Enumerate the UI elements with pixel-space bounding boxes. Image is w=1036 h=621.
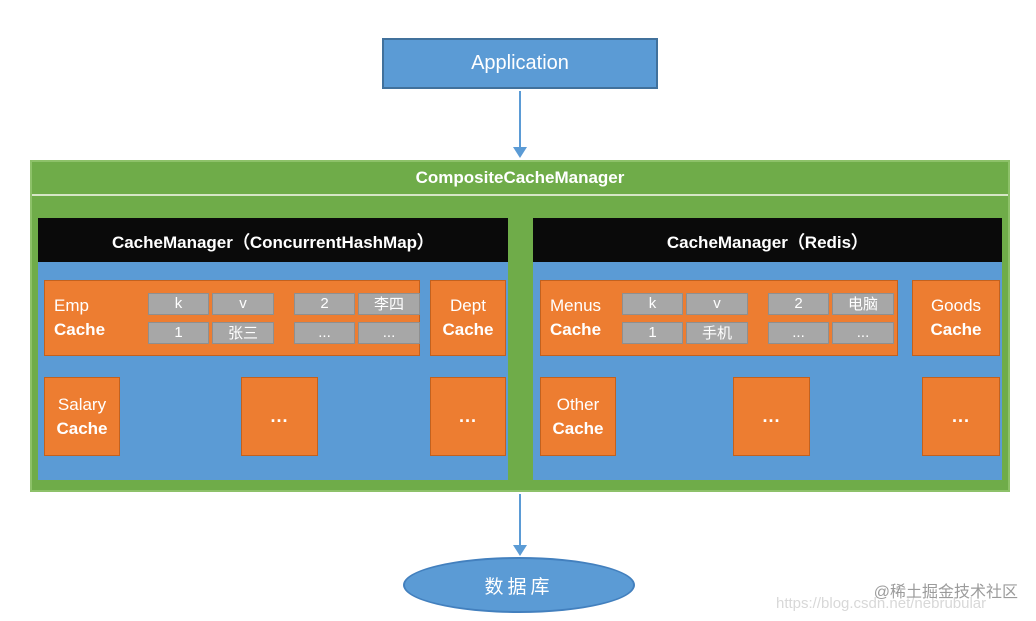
kv-cell: 李四 <box>358 292 420 315</box>
emp-cache-label-line1: Emp <box>54 296 89 315</box>
panel-redis-header: CacheManager（Redis） <box>533 218 1002 262</box>
kv-cell: 1 <box>148 321 209 344</box>
salary-cache-label-line2: Cache <box>56 418 108 438</box>
left-panel-ellipsis-box-2: ... <box>430 377 506 456</box>
goods-cache-label-line2: Cache <box>930 320 982 339</box>
emp-cache-box: Emp Cache k v 1 张三 2 李四 ... ... <box>44 280 420 356</box>
dept-cache-label-line2: Cache <box>442 320 494 339</box>
goods-cache-box: Goods Cache <box>912 280 1000 356</box>
panel-redis-body: Menus Cache k v 1 手机 2 电脑 ... ... <box>533 262 1002 480</box>
goods-cache-label-line1: Goods <box>930 296 982 315</box>
panel-concurrenthashmap: CacheManager（ConcurrentHashMap） Emp Cach… <box>38 218 508 480</box>
database-node: 数据库 <box>403 557 635 613</box>
kv-cell: ... <box>832 321 894 344</box>
kv-cell: ... <box>294 321 355 344</box>
kv-cell: 电脑 <box>832 292 894 315</box>
dept-cache-label-line1: Dept <box>450 296 486 315</box>
composite-cache-manager-container: CompositeCacheManager CacheManager（Concu… <box>30 160 1010 492</box>
kv-cell: ... <box>358 321 420 344</box>
salary-cache-box: Salary Cache <box>44 377 120 456</box>
menus-cache-label: Menus Cache <box>541 294 622 342</box>
right-panel-ellipsis-box-1: ... <box>733 377 810 456</box>
panel-concurrenthashmap-header: CacheManager（ConcurrentHashMap） <box>38 218 508 262</box>
kv-cell: 2 <box>294 292 355 315</box>
composite-cache-manager-title: CompositeCacheManager <box>32 162 1008 196</box>
arrow-app-to-composite-line <box>519 91 521 148</box>
kv-cell: 手机 <box>686 321 748 344</box>
kv-cell: ... <box>768 321 829 344</box>
kv-cell: v <box>212 292 274 315</box>
emp-cache-label: Emp Cache <box>45 294 148 342</box>
watermark-community: @稀土掘金技术社区 <box>873 584 1018 601</box>
panel-redis: CacheManager（Redis） Menus Cache k v 1 手机… <box>533 218 1002 480</box>
emp-kv-table-2: 2 李四 ... ... <box>294 292 420 344</box>
kv-cell: 张三 <box>212 321 274 344</box>
other-cache-label-line2: Cache <box>552 418 604 438</box>
other-cache-box: Other Cache <box>540 377 616 456</box>
right-panel-ellipsis-box-2: ... <box>922 377 1000 456</box>
ellipsis-label: ... <box>951 406 970 426</box>
emp-kv-table-1: k v 1 张三 <box>148 292 274 344</box>
emp-cache-label-line2: Cache <box>54 320 106 339</box>
menus-cache-label-line2: Cache <box>550 320 602 339</box>
kv-cell: k <box>148 292 209 315</box>
kv-cell: 2 <box>768 292 829 315</box>
salary-cache-label-line1: Salary <box>57 394 107 414</box>
watermark-url: https://blog.csdn.net/nebrubular <box>776 595 987 612</box>
kv-cell: v <box>686 292 748 315</box>
left-panel-ellipsis-box-1: ... <box>241 377 318 456</box>
application-node: Application <box>382 38 658 89</box>
other-cache-label-line1: Other <box>556 394 600 414</box>
database-label: 数据库 <box>484 576 554 598</box>
arrow-composite-to-database-line <box>519 494 521 546</box>
menus-cache-label-line1: Menus <box>550 296 602 315</box>
application-label: Application <box>471 52 569 74</box>
menus-kv-table-2: 2 电脑 ... ... <box>768 292 894 344</box>
kv-cell: 1 <box>622 321 683 344</box>
ellipsis-label: ... <box>458 406 477 426</box>
ellipsis-label: ... <box>762 406 781 426</box>
menus-cache-box: Menus Cache k v 1 手机 2 电脑 ... ... <box>540 280 898 356</box>
dept-cache-box: Dept Cache <box>430 280 506 356</box>
kv-cell: k <box>622 292 683 315</box>
arrow-composite-to-database-head-icon <box>513 545 527 556</box>
ellipsis-label: ... <box>270 406 289 426</box>
arrow-app-to-composite-head-icon <box>513 147 527 158</box>
panel-concurrenthashmap-body: Emp Cache k v 1 张三 2 李四 ... ... <box>38 262 508 480</box>
menus-kv-table-1: k v 1 手机 <box>622 292 748 344</box>
